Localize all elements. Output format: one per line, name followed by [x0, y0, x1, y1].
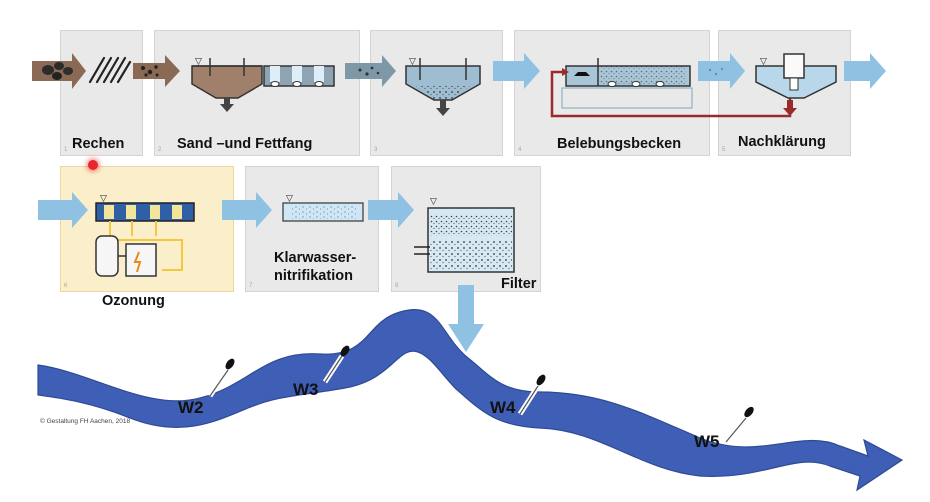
flow-arrow: [222, 192, 272, 228]
sampling-probe-w5: [724, 406, 754, 444]
stage-rechen: 1: [60, 30, 143, 156]
svg-text:▽: ▽: [760, 57, 767, 67]
flow-arrow: [368, 192, 414, 228]
stage-number: 3: [374, 147, 378, 153]
flow-arrow: [133, 55, 180, 87]
ozone-generator: [125, 243, 157, 277]
label-ozonung: Ozonung: [102, 293, 165, 309]
inflow-arrow: [32, 53, 86, 89]
label-rechen: Rechen: [72, 136, 125, 152]
measuring-point-w2: W2: [178, 398, 204, 417]
stage-sand-fettfang: 2: [154, 30, 360, 156]
label-sand-fettfang: Sand –und Fettfang: [177, 136, 313, 152]
flow-arrow: [38, 192, 88, 228]
flow-arrow: [698, 53, 745, 89]
ozone-pipes: [109, 221, 183, 271]
stage-number: 7: [249, 283, 253, 289]
rake-screen: [88, 56, 132, 84]
sand-tank: [191, 65, 263, 99]
measuring-point-w5: W5: [694, 432, 720, 451]
stage-klarwassernitrifikation: 7: [245, 166, 379, 292]
svg-text:▽: ▽: [100, 194, 107, 204]
flow-arrow: [345, 55, 396, 87]
stage-belebungsbecken: 4: [514, 30, 710, 156]
ozonation-tank: [95, 202, 195, 222]
svg-text:▽: ▽: [286, 194, 293, 204]
sampling-probe-w4: [517, 374, 546, 416]
svg-text:▽: ▽: [430, 197, 437, 207]
svg-text:▽: ▽: [195, 57, 202, 67]
outflow-arrow: [448, 285, 484, 352]
stage-number: 5: [722, 147, 726, 153]
stage-number: 1: [64, 147, 68, 153]
label-filter: Filter: [501, 276, 537, 292]
stage-number: 4: [518, 147, 522, 153]
cursor-indicator: [88, 160, 98, 170]
stage-number: 2: [158, 147, 162, 153]
measuring-point-w3: W3: [293, 380, 319, 399]
label-nachklaerung: Nachklärung: [738, 134, 826, 150]
coarse-debris: [42, 62, 73, 80]
sampling-probe-w2: [207, 358, 235, 398]
oxygen-tank: [95, 235, 119, 277]
label-nitrifikation-line2: nitrifikation: [274, 268, 353, 284]
flow-arrow: [844, 53, 886, 89]
sampling-probe-w3: [322, 345, 350, 384]
stage-number: 8: [395, 283, 399, 289]
fine-debris: [141, 65, 159, 77]
stage-number: 6: [64, 283, 68, 289]
label-belebungsbecken: Belebungsbecken: [557, 136, 682, 152]
flow-arrow: [493, 53, 540, 89]
svg-text:▽: ▽: [409, 57, 416, 67]
copyright-notice: © Gestaltung FH Aachen, 2018: [40, 418, 131, 425]
sand-outlet-arrow: [220, 98, 234, 112]
river: [37, 309, 904, 492]
label-nitrifikation-line1: Klarwasser-: [274, 250, 357, 266]
measuring-point-w4: W4: [490, 398, 516, 417]
